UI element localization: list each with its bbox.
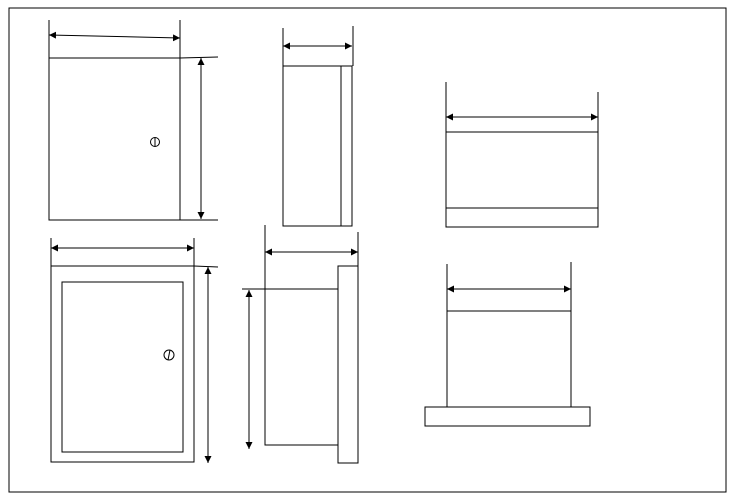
cabinet-outline — [48, 57, 181, 221]
cabinet-body — [446, 310, 572, 408]
lock-icon — [150, 137, 160, 147]
top-view — [445, 82, 599, 228]
front-view-open — [50, 238, 219, 463]
base-plinth — [424, 406, 591, 427]
sheet-border — [8, 7, 727, 493]
height-extension-top — [179, 56, 219, 59]
side-view-door — [242, 225, 359, 464]
front-view-closed — [48, 20, 219, 221]
height-extension-top — [193, 265, 219, 268]
side-body — [264, 288, 339, 446]
door-profile — [337, 265, 359, 464]
top-body — [445, 131, 599, 228]
width-dimension-line — [48, 31, 181, 42]
door-panel — [61, 281, 184, 453]
lock-icon — [163, 349, 175, 361]
frame-outer — [50, 265, 195, 463]
side-body — [282, 65, 353, 227]
bottom-view-with-base — [424, 262, 591, 427]
side-view — [282, 26, 354, 227]
